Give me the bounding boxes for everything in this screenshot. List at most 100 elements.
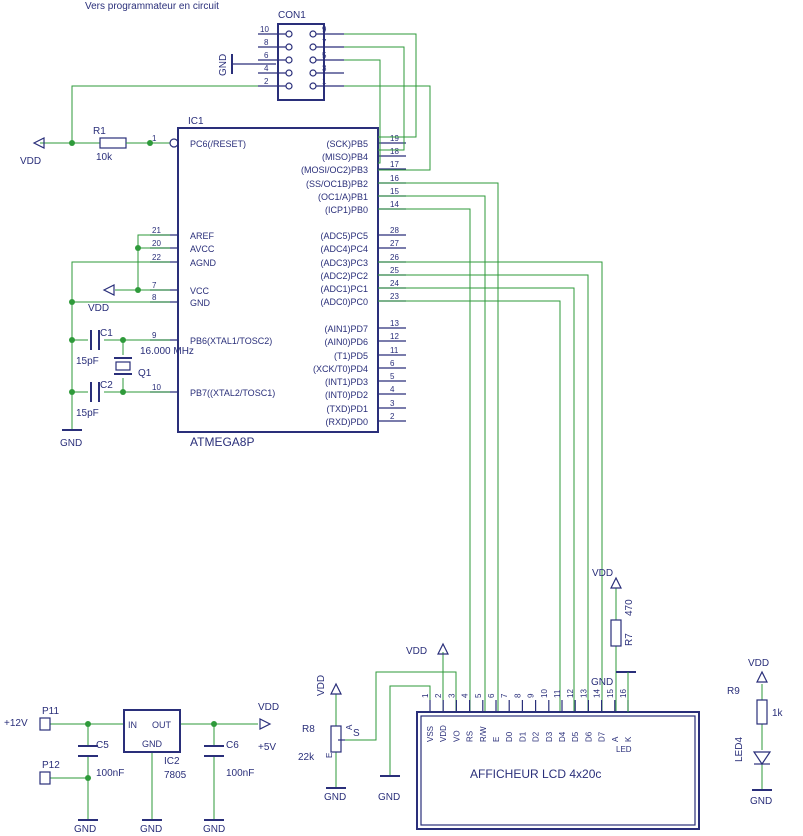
con1-pin-8: 8 bbox=[264, 38, 269, 47]
lcd-pin-num: 8 bbox=[513, 693, 522, 698]
ic1-pin-name: AVCC bbox=[190, 244, 215, 254]
ic1-pin-name: (AIN0)PD6 bbox=[324, 337, 368, 347]
ic1-pin-num: 18 bbox=[390, 147, 399, 156]
p12-ref: P12 bbox=[42, 760, 60, 771]
lcd-pin-signal: VDD bbox=[439, 725, 448, 742]
vdd-label-r7: VDD bbox=[592, 568, 613, 579]
c2-ref: C2 bbox=[100, 380, 113, 391]
ic1-pin-name: (ADC4)PC4 bbox=[320, 244, 368, 254]
con1-pin-6: 6 bbox=[264, 51, 269, 60]
ic1-right-pins: 19(SCK)PB518(MISO)PB417(MOSI/OC2)PB316(S… bbox=[301, 134, 406, 427]
c2-value: 15pF bbox=[76, 408, 99, 419]
lcd-pin-num: 6 bbox=[487, 693, 496, 698]
c2-capacitor: C2 15pF bbox=[76, 380, 113, 419]
ic1-pin-name: (T1)PD5 bbox=[334, 351, 368, 361]
v5-label: +5V bbox=[258, 742, 276, 753]
lcd-pin-num: 3 bbox=[447, 693, 456, 698]
ic1-pin-name: (OC1/A)PB1 bbox=[318, 192, 368, 202]
vdd-arrow-vcc bbox=[102, 284, 115, 296]
ic1-pin-num: 21 bbox=[152, 226, 161, 235]
c1-capacitor: C1 15pF bbox=[76, 328, 113, 367]
r7-value: 470 bbox=[624, 599, 635, 616]
con1-pin-1: 1 bbox=[322, 77, 327, 86]
con1-pin-2: 2 bbox=[264, 77, 269, 86]
lcd-pin-num: 14 bbox=[593, 689, 602, 698]
ic1-pin-num: 24 bbox=[390, 279, 399, 288]
ic1-pin-name: PB6(XTAL1/TOSC2) bbox=[190, 336, 272, 346]
ic1-pin-num: 28 bbox=[390, 226, 399, 235]
ic1-pin-num: 22 bbox=[152, 253, 161, 262]
ic1-pin-num: 4 bbox=[390, 385, 395, 394]
lcd-pin-num: 5 bbox=[474, 693, 483, 698]
lcd-pin-num: 1 bbox=[421, 693, 430, 698]
gnd-label-led4: GND bbox=[750, 796, 772, 807]
q1-ref: Q1 bbox=[138, 368, 152, 379]
p11-input-label: +12V bbox=[4, 718, 28, 729]
lcd-pin-signal: K bbox=[624, 736, 633, 742]
lcd-led-label: LED bbox=[616, 745, 632, 754]
gnd-label-c6: GND bbox=[203, 824, 225, 835]
r1-value: 10k bbox=[96, 152, 113, 163]
ic1-pin-name: PC6(/RESET) bbox=[190, 139, 246, 149]
ic2-ref: IC2 bbox=[164, 756, 180, 767]
junctions bbox=[69, 140, 217, 781]
lcd-pin-num: 15 bbox=[606, 689, 615, 698]
ic1-pin-num: 12 bbox=[390, 332, 399, 341]
ic2-gnd: GND bbox=[142, 739, 163, 749]
ic1-pin-name: (INT0)PD2 bbox=[325, 390, 368, 400]
gnd-label-r8: GND bbox=[324, 792, 346, 803]
led4-ref: LED4 bbox=[734, 737, 745, 762]
ic1-pin-name: (ADC3)PC3 bbox=[320, 258, 368, 268]
lcd-pin-signal: R/W bbox=[479, 726, 488, 742]
lcd-title: AFFICHEUR LCD 4x20c bbox=[470, 767, 601, 781]
lcd-pin-signal: D3 bbox=[545, 731, 554, 742]
ic1-pin-num: 1 bbox=[152, 134, 157, 143]
q1-crystal: 16.000 MHz Q1 bbox=[114, 346, 194, 379]
lcd-pin-signal: D2 bbox=[532, 731, 541, 742]
r8-value: 22k bbox=[298, 752, 315, 763]
lcd-pin-signal: D7 bbox=[598, 731, 607, 742]
con1-pin-5: 5 bbox=[322, 51, 327, 60]
r7-ref: R7 bbox=[624, 633, 635, 646]
ic1-pin-name: PB7((XTAL2/TOSC1) bbox=[190, 388, 275, 398]
ic1-pin-name: (ADC5)PC5 bbox=[320, 231, 368, 241]
con1-connector: CON1 10 8 6 4 2 9 7 5 3 1 bbox=[218, 10, 344, 101]
con1-pin-7: 7 bbox=[322, 38, 327, 47]
vdd-label-r8: VDD bbox=[316, 675, 327, 696]
lcd-pin-signal: D6 bbox=[584, 731, 593, 742]
r9-value: 1k bbox=[772, 708, 784, 719]
lcd-pins: 1VSS2VDD3VO4RS5R/W6E7D08D19D210D311D412D… bbox=[421, 689, 633, 742]
ic1-pin-name: (MISO)PB4 bbox=[322, 152, 368, 162]
gnd-label-ic1: GND bbox=[60, 438, 82, 449]
ic1-pin-num: 26 bbox=[390, 253, 399, 262]
r9-led4: VDD R9 1k LED4 GND bbox=[727, 658, 784, 807]
ic1-pin-num: 7 bbox=[152, 281, 157, 290]
lcd-pin-signal: E bbox=[492, 737, 501, 742]
con1-pin-9: 9 bbox=[322, 25, 327, 34]
p11-ref: P11 bbox=[42, 706, 59, 717]
gnd-label-lcd-k: GND bbox=[591, 677, 613, 688]
con1-gnd-label: GND bbox=[218, 54, 229, 76]
lcd-pin-num: 7 bbox=[500, 693, 509, 698]
r1-ref: R1 bbox=[93, 126, 106, 137]
ic1-pin-name: (ADC1)PC1 bbox=[320, 284, 368, 294]
ic1-pin-name: (MOSI/OC2)PB3 bbox=[301, 165, 368, 175]
gnd-label-c5: GND bbox=[74, 824, 96, 835]
ic1-pin-name: (RXD)PD0 bbox=[325, 417, 368, 427]
gnd-label-lcd: GND bbox=[378, 792, 400, 803]
ic1-pin-num: 25 bbox=[390, 266, 399, 275]
schematic-title: Vers programmateur en circuit bbox=[85, 1, 219, 12]
lcd-pin-num: 10 bbox=[540, 689, 549, 698]
ic1-pin-name: (ADC0)PC0 bbox=[320, 297, 368, 307]
ic2-in: IN bbox=[128, 720, 137, 730]
lcd-pin-signal: D4 bbox=[558, 731, 567, 742]
ic1-pin-num: 2 bbox=[390, 412, 395, 421]
ic1-pin-num: 6 bbox=[390, 359, 395, 368]
ic1-pin-num: 16 bbox=[390, 174, 399, 183]
c6-value: 100nF bbox=[226, 768, 254, 779]
vdd-label-psu: VDD bbox=[258, 702, 279, 713]
lcd-pin-num: 12 bbox=[566, 689, 575, 698]
ic1-pin-name: GND bbox=[190, 298, 211, 308]
ic1-pin-num: 17 bbox=[390, 160, 399, 169]
